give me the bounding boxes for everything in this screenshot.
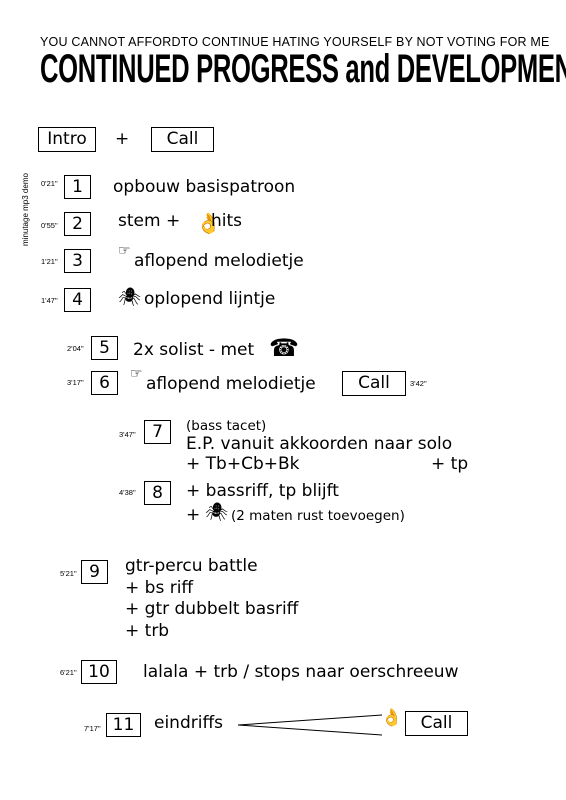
section-text-2: hits	[211, 211, 243, 231]
section-time: 0'55"	[41, 221, 58, 230]
section-time: 4'38"	[119, 488, 136, 497]
intro-call-box: Call	[151, 127, 214, 152]
minutage-note: minutage mp3 demo	[21, 173, 30, 246]
section-text: aflopend melodietje	[134, 251, 304, 271]
intro-box: Intro	[38, 127, 96, 152]
section-time: 3'17"	[67, 378, 84, 387]
crescendo-hairpin	[237, 714, 383, 736]
call-time: 3'42"	[410, 379, 427, 388]
pointing-hand-icon: ☞	[118, 243, 131, 259]
intro-plus: +	[115, 129, 130, 149]
section-line: + bs riff	[125, 578, 194, 598]
section-time: 5'21"	[60, 569, 77, 578]
section-number: 1	[64, 175, 91, 199]
section-time: 1'47"	[41, 296, 58, 305]
section-number: 9	[81, 560, 108, 584]
section-time: 7'17"	[84, 724, 101, 733]
section-line: + bassriff, tp blijft	[186, 481, 339, 501]
section-number: 5	[91, 336, 118, 360]
section-number: 8	[144, 481, 171, 505]
section-text: lalala + trb / stops naar oerschreeuw	[143, 662, 459, 682]
page-subtitle: YOU CANNOT AFFORDTO CONTINUE HATING YOUR…	[40, 35, 550, 49]
section-text: eindriffs	[154, 713, 224, 733]
section-time: 2'04"	[67, 344, 84, 353]
section-text: 2x solist - met	[133, 340, 255, 360]
telephone-icon: ☎	[269, 334, 299, 362]
section-number: 6	[91, 371, 118, 395]
spider-icon: 🕷	[205, 502, 228, 523]
section-time: 6'21"	[60, 668, 77, 677]
pointing-hand-icon: ☞	[130, 366, 143, 382]
section-line: + trb	[125, 621, 170, 641]
section-number: 3	[64, 249, 91, 273]
section-text: aflopend melodietje	[146, 374, 316, 394]
section-line-right: + tp	[431, 454, 469, 474]
section-number: 10	[81, 660, 117, 684]
spider-icon: 🕷	[118, 287, 141, 308]
call-box: Call	[342, 371, 406, 396]
ok-hand-icon: 👌	[196, 211, 221, 235]
section-text: opbouw basispatroon	[113, 177, 296, 197]
call-box: Call	[405, 711, 468, 736]
page-title: CONTINUED PROGRESS and DEVELOPMENT	[40, 47, 566, 91]
section-number: 7	[144, 420, 171, 444]
section-number: 11	[106, 713, 141, 737]
section-plus: +	[186, 505, 201, 525]
section-number: 2	[64, 212, 91, 236]
section-text: stem +	[118, 211, 181, 231]
section-time: 1'21"	[41, 257, 58, 266]
section-line: gtr-percu battle	[125, 556, 258, 576]
section-line: + Tb+Cb+Bk	[186, 454, 300, 474]
section-time: 3'47"	[119, 430, 136, 439]
section-number: 4	[64, 288, 91, 312]
section-text: oplopend lijntje	[144, 289, 276, 309]
section-note: (2 maten rust toevoegen)	[231, 508, 405, 524]
ok-hand-icon: 👌	[381, 708, 403, 728]
section-line: + gtr dubbelt basriff	[125, 599, 299, 619]
section-note: (bass tacet)	[186, 418, 267, 434]
section-time: 0'21"	[41, 179, 58, 188]
section-line: E.P. vanuit akkoorden naar solo	[186, 434, 453, 454]
